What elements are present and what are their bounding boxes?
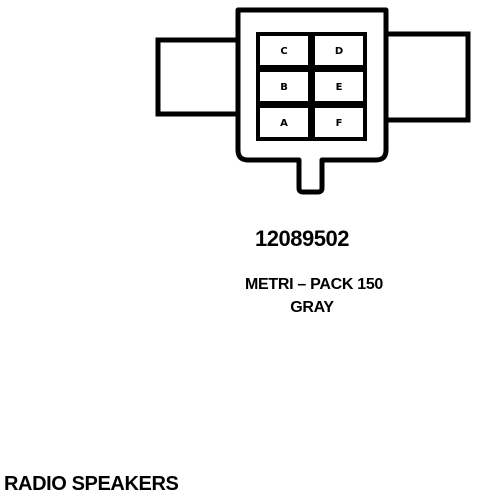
pin-label-d: D	[335, 46, 343, 57]
pin-label-b: B	[280, 82, 288, 93]
pin-cavity-d	[311, 32, 367, 69]
connector-side-tab	[386, 31, 471, 123]
pin-cavity-f	[311, 104, 367, 141]
connector-color: GRAY	[290, 299, 334, 316]
part-number: 12089502	[255, 226, 349, 251]
pin-cavity-e	[311, 68, 367, 105]
pin-cavity-b	[256, 68, 312, 105]
connector-latch-tab	[155, 37, 236, 117]
diagram-caption: RADIO SPEAKERS	[4, 473, 179, 495]
pin-cavity-c	[256, 32, 312, 69]
connector-series: METRI – PACK 150	[244, 276, 384, 293]
pin-label-c: C	[280, 46, 287, 57]
pin-cavity-grid: C D B E A F	[256, 32, 367, 141]
connector-diagram: C D B E A F	[155, 7, 471, 195]
pin-cavity-a	[256, 104, 312, 141]
pin-label-e: E	[336, 82, 343, 93]
pin-label-a: A	[280, 118, 288, 129]
pin-label-f: F	[336, 118, 343, 129]
